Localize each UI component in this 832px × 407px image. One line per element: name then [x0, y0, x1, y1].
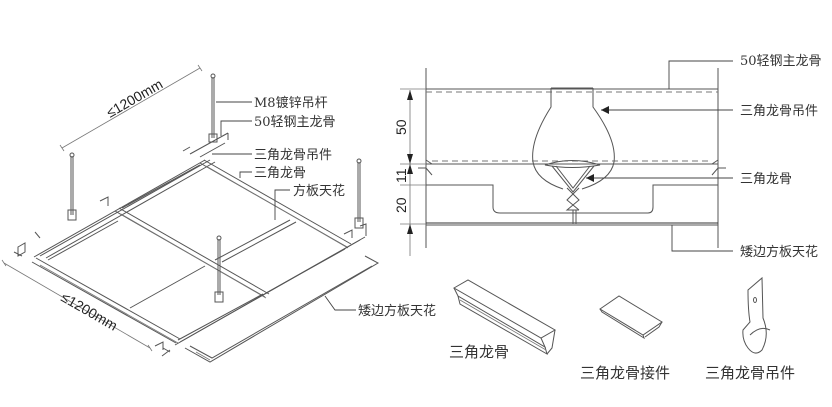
part-tri-keel: 三角龙骨 — [449, 279, 557, 361]
hanger-rod — [67, 152, 77, 221]
dimension-bottom-label: ≤1200mm — [59, 289, 121, 334]
tri-keel-section — [544, 160, 601, 168]
arrow-icon — [601, 106, 609, 114]
label-square-panel: 方板天花 — [293, 183, 345, 199]
label-tri-keel: 三角龙骨 — [254, 166, 306, 181]
section-label-tri-clip: 三角龙骨吊件 — [740, 104, 818, 119]
dimension-bottom: ≤1200mm — [1, 259, 153, 352]
part-clip: 三角龙骨吊件 — [705, 276, 795, 382]
label-main-runner: 50轻钢主龙骨 — [254, 115, 336, 130]
parts: 三角龙骨 三角龙骨接件 三角龙骨吊件 — [449, 276, 795, 382]
part-label-clip: 三角龙骨吊件 — [705, 364, 795, 382]
isometric-view: ≤1200mm ≤1200mm M8镀锌吊杆 50轻钢主龙骨 三角龙骨吊件 三角… — [1, 64, 436, 363]
dimension-top: ≤1200mm — [59, 64, 203, 152]
section-label-tri-keel: 三角龙骨 — [740, 172, 792, 187]
recessed-panel-section — [426, 184, 718, 214]
part-connector: 三角龙骨接件 — [580, 295, 670, 382]
ceiling-grid — [13, 132, 380, 363]
part-label-connector: 三角龙骨接件 — [580, 364, 670, 382]
label-hanger-rod: M8镀锌吊杆 — [254, 95, 328, 111]
section-label-recessed-panel: 矮边方板天花 — [740, 244, 818, 260]
dimension-11: 11 — [393, 168, 409, 183]
dimension-top-label: ≤1200mm — [104, 76, 166, 121]
part-label-tri-keel: 三角龙骨 — [449, 343, 509, 361]
label-tri-clip: 三角龙骨吊件 — [254, 148, 332, 163]
recessed-panel — [184, 255, 380, 363]
section-dimensions: 50 11 20 — [393, 88, 426, 256]
hanger-rod — [354, 158, 364, 229]
isometric-labels: M8镀锌吊杆 50轻钢主龙骨 三角龙骨吊件 三角龙骨 方板天花 矮边方板天花 — [212, 95, 436, 319]
tri-clip-section — [532, 88, 564, 190]
section-label-main-runner: 50轻钢主龙骨 — [740, 54, 822, 69]
hanger-rod — [208, 73, 218, 143]
section-view: 50轻钢主龙骨 三角龙骨吊件 三角龙骨 矮边方板天花 50 11 20 — [393, 54, 822, 260]
dimension-50: 50 — [393, 119, 409, 135]
tri-keel-cross-1 — [129, 265, 206, 309]
hanger-rod — [214, 235, 224, 303]
hanger-rods — [67, 73, 364, 303]
tri-keel-front-left — [31, 261, 177, 344]
arrow-icon — [586, 174, 594, 182]
label-recessed-panel: 矮边方板天花 — [358, 303, 436, 319]
dimension-20: 20 — [393, 197, 409, 213]
